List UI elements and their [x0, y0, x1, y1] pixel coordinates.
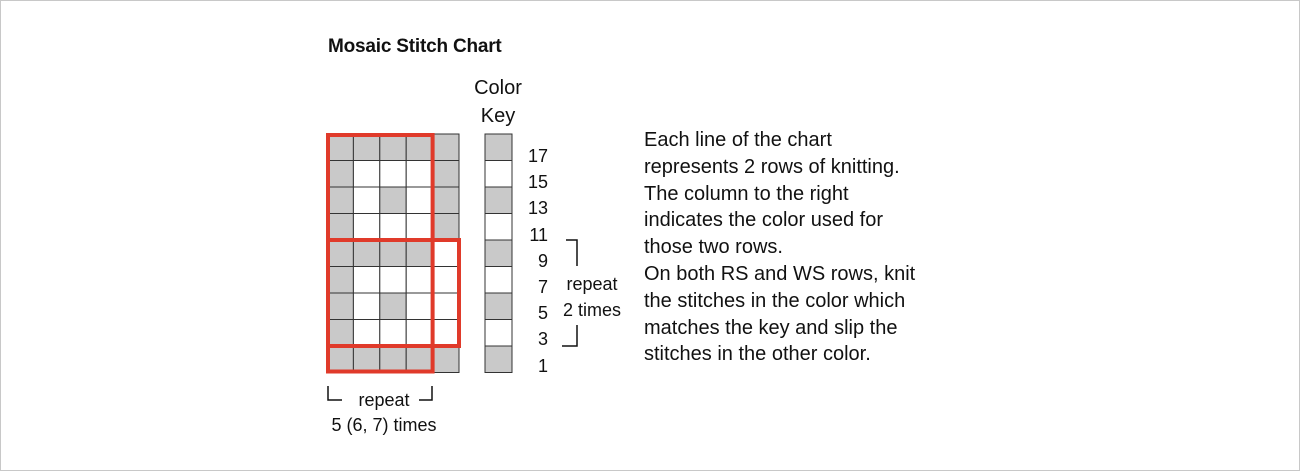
color-key-cell	[484, 345, 513, 373]
chart-cell	[379, 266, 407, 294]
chart-cell	[405, 292, 434, 320]
instruction-line: represents 2 rows of knitting.	[644, 155, 900, 178]
chart-title: Mosaic Stitch Chart	[328, 36, 502, 57]
chart-cell	[432, 239, 460, 267]
chart-cell	[432, 160, 460, 188]
chart-cell	[432, 266, 460, 294]
chart-cell	[432, 319, 460, 347]
row-number: 17	[527, 146, 548, 166]
color-key-cell	[484, 133, 513, 161]
chart-cell	[405, 266, 434, 294]
instruction-line: those two rows.	[644, 236, 783, 259]
chart-cell	[352, 133, 381, 161]
color-key-cell	[484, 292, 513, 320]
repeat-rows-label-line2: 2 times	[562, 300, 622, 320]
chart-cell	[432, 292, 460, 320]
instruction-line: the stitches in the color which	[644, 289, 906, 312]
color-key-cell	[484, 213, 513, 241]
row-repeat-bracket-top	[566, 239, 578, 266]
instruction-line: matches the key and slip the	[644, 316, 898, 339]
instructions-text: Each line of the chart represents 2 rows…	[644, 127, 964, 368]
stitch-repeat-bracket-left	[327, 386, 342, 401]
chart-cell	[379, 292, 407, 320]
chart-cell	[379, 160, 407, 188]
repeat-rows-label-line1: repeat	[566, 274, 618, 294]
chart-cell	[405, 213, 434, 241]
color-key-cell	[484, 319, 513, 347]
chart-cell	[352, 345, 381, 373]
instruction-line: indicates the color used for	[644, 209, 884, 232]
instruction-line: Each line of the chart	[644, 129, 832, 151]
chart-cell	[352, 319, 381, 347]
chart-cell	[379, 133, 407, 161]
chart-cell	[352, 213, 381, 241]
color-key-cell	[484, 266, 513, 294]
row-number: 9	[537, 250, 548, 271]
color-key-cell	[484, 239, 513, 267]
row-number: 13	[527, 198, 548, 219]
color-key-column	[484, 133, 513, 373]
instruction-line: On both RS and WS rows, knit	[644, 262, 916, 285]
chart-cell	[405, 319, 434, 347]
chart-cell	[326, 292, 354, 320]
instruction-line: stitches in the other color.	[644, 343, 871, 366]
chart-cell	[432, 213, 460, 241]
chart-cell	[405, 160, 434, 188]
stitch-repeat-bracket-right	[419, 386, 433, 401]
chart-cell	[352, 186, 381, 214]
color-key-heading-line1: Color	[474, 77, 522, 99]
chart-cell	[352, 160, 381, 188]
chart-cell	[379, 345, 407, 373]
chart-cell	[326, 266, 354, 294]
color-key-cell	[484, 160, 513, 188]
chart-cell	[352, 292, 381, 320]
chart-cell	[432, 186, 460, 214]
repeat-brackets	[327, 239, 578, 401]
chart-cell	[379, 239, 407, 267]
chart-cell	[326, 160, 354, 188]
chart-cell	[326, 186, 354, 214]
chart-cell	[326, 345, 354, 373]
row-repeat-bracket-bottom	[562, 325, 578, 347]
row-number: 1	[537, 355, 548, 376]
chart-cell	[379, 186, 407, 214]
chart-grid	[326, 133, 460, 373]
repeat-stitches-label-line1: repeat	[358, 390, 410, 410]
chart-cell	[405, 239, 434, 267]
chart-cell	[405, 186, 434, 214]
color-key-cell	[484, 186, 513, 214]
chart-cell	[432, 345, 460, 373]
chart-cell	[326, 133, 354, 161]
color-key-heading-line2: Key	[480, 105, 516, 127]
chart-cell	[432, 133, 460, 161]
chart-cell	[405, 345, 434, 373]
row-number: 7	[537, 277, 548, 297]
instruction-line: The column to the right	[644, 182, 849, 205]
row-number: 3	[537, 329, 548, 350]
row-number: 15	[527, 172, 548, 193]
chart-cell	[352, 266, 381, 294]
chart-cell	[326, 239, 354, 267]
chart-cell	[326, 213, 354, 241]
chart-cell	[379, 319, 407, 347]
repeat-boxes	[326, 133, 461, 374]
chart-cell	[379, 213, 407, 241]
repeat-stitches-label-line2: 5 (6, 7) times	[331, 415, 437, 435]
chart-cell	[326, 319, 354, 347]
chart-cell	[352, 239, 381, 267]
row-repeat-box	[326, 238, 461, 348]
row-number: 5	[537, 303, 548, 324]
chart-cell	[405, 133, 434, 161]
row-number: 11	[529, 224, 548, 245]
